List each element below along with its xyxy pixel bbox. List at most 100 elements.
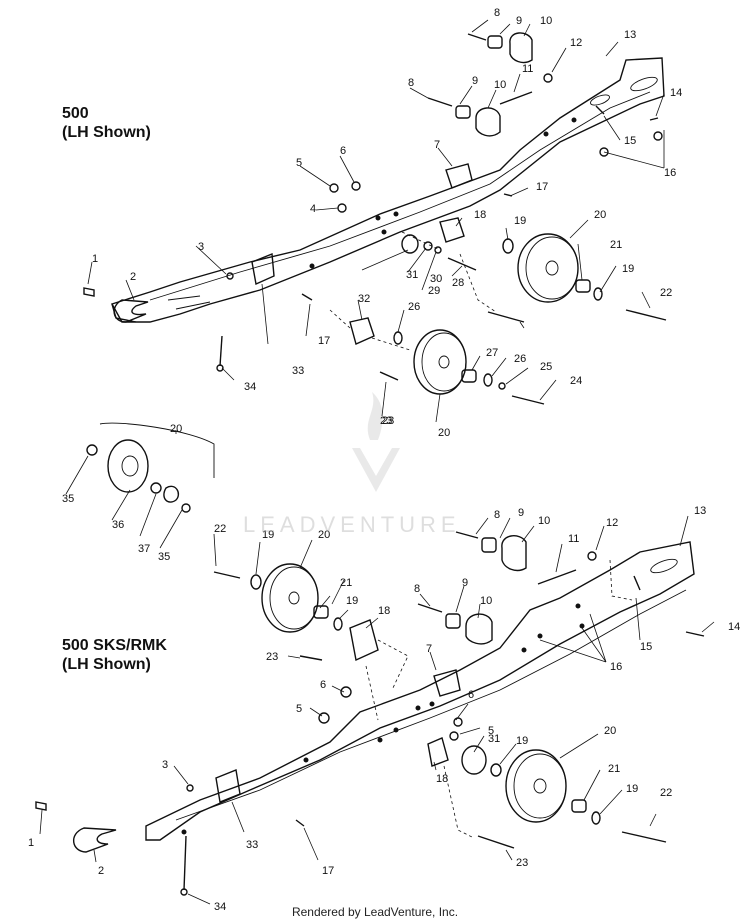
upper-callout-8: 8 [494, 7, 500, 19]
upper-wheel-20b [413, 329, 467, 395]
upper-callout-17: 17 [318, 335, 330, 347]
lower-callout-21: 21 [340, 577, 352, 589]
upper-callout-8: 8 [408, 77, 414, 89]
upper-rail-outline [110, 57, 665, 323]
lower-rail-outline [145, 541, 695, 841]
upper-damper-10a [509, 32, 533, 64]
lower-callout-18: 18 [378, 605, 390, 617]
lower-callout-35: 35 [62, 493, 74, 505]
lower-callout-7: 7 [426, 643, 432, 655]
upper-view-note: (LH Shown) [62, 124, 151, 141]
lower-rail-lower-edge [175, 589, 687, 821]
lower-callout-23: 23 [516, 857, 528, 869]
upper-callout-31: 31 [406, 269, 418, 281]
lower-callout-6: 6 [468, 689, 474, 701]
upper-callout-23: 23 [382, 415, 394, 427]
upper-callout-24: 24 [570, 375, 582, 387]
lower-wheel-20b [505, 749, 567, 823]
lower-callout-9: 9 [462, 577, 468, 589]
upper-callout-10: 10 [494, 79, 506, 91]
lower-callout-10: 10 [480, 595, 492, 607]
upper-callout-26: 26 [514, 353, 526, 365]
upper-callout-29: 29 [428, 285, 440, 297]
lower-callout-19: 19 [626, 783, 638, 795]
upper-damper-10b [475, 107, 501, 137]
lower-callout-20: 20 [604, 725, 616, 737]
lower-callout-23: 23 [266, 651, 278, 663]
upper-bracket-32 [349, 317, 375, 345]
lower-callout-35: 35 [158, 551, 170, 563]
lower-callout-21: 21 [608, 763, 620, 775]
upper-callout-10: 10 [540, 15, 552, 27]
upper-model-label: 500 [62, 105, 89, 122]
upper-bracket-7 [445, 163, 473, 189]
upper-callout-19: 19 [622, 263, 634, 275]
leadventure-watermark: LEADVENTURE [243, 512, 461, 537]
lower-callout-8: 8 [414, 583, 420, 595]
upper-rail-lower-edge [149, 91, 651, 301]
upper-callout-11: 11 [522, 63, 533, 75]
upper-callout-9: 9 [516, 15, 522, 27]
loose-wheel-20-kit [86, 422, 215, 513]
lower-view-note: (LH Shown) [62, 656, 151, 673]
lower-damper-10a [501, 535, 527, 572]
upper-clip-1 [83, 287, 95, 297]
lower-callout-19: 19 [262, 529, 274, 541]
lower-callout-12: 12 [606, 517, 618, 529]
upper-callout-32: 32 [358, 293, 370, 305]
upper-wheel-20a [517, 233, 579, 303]
lower-callout-34: 34 [214, 901, 226, 913]
lower-clip-1 [35, 801, 47, 811]
upper-callout-20: 20 [438, 427, 450, 439]
upper-bracket-18 [439, 217, 465, 243]
upper-callout-28: 28 [452, 277, 464, 289]
lower-callout-18: 18 [436, 773, 448, 785]
lower-callout-5: 5 [296, 703, 302, 715]
upper-model-heading: 500 (LH Shown) [62, 104, 151, 142]
lower-callout-19: 19 [516, 735, 528, 747]
leadventure-logo-watermark [352, 392, 400, 492]
upper-callout-14: 14 [670, 87, 682, 99]
upper-callout-1: 1 [92, 253, 98, 265]
lower-model-heading: 500 SKS/RMK (LH Shown) [62, 636, 167, 674]
lower-callout-13: 13 [694, 505, 706, 517]
upper-callout-27: 27 [486, 347, 498, 359]
lower-bracket-18a [349, 619, 379, 662]
upper-callout-17: 17 [536, 181, 548, 193]
lower-callout-10: 10 [538, 515, 550, 527]
upper-wear-block-33 [251, 253, 275, 286]
upper-rail-assembly [83, 32, 667, 405]
upper-callout-34: 34 [244, 381, 256, 393]
lower-callout-2: 2 [98, 865, 104, 877]
lower-callout-33: 33 [246, 839, 258, 851]
lower-damper-10b [465, 613, 493, 645]
lower-model-label: 500 SKS/RMK [62, 637, 167, 654]
upper-callout-12: 12 [570, 37, 582, 49]
lower-callout-22: 22 [214, 523, 226, 535]
lower-callout-22: 22 [660, 787, 672, 799]
upper-bumper-hook [113, 299, 149, 323]
lower-callout-15: 15 [640, 641, 652, 653]
upper-leaders [87, 19, 665, 423]
lower-callout-11: 11 [568, 533, 579, 545]
upper-callout-22: 22 [660, 287, 672, 299]
lower-callout-8: 8 [494, 509, 500, 521]
upper-callout-26: 26 [408, 301, 420, 313]
lower-callout-16: 16 [610, 661, 622, 673]
lower-callout-3: 3 [162, 759, 168, 771]
lower-callout-36: 36 [112, 519, 124, 531]
lower-callout-20: 20 [170, 423, 182, 435]
lower-callout-31: 31 [488, 733, 500, 745]
upper-callout-23: 23 [380, 415, 392, 427]
upper-callout-6: 6 [340, 145, 346, 157]
lower-bumper-hook [73, 827, 117, 853]
lower-callout-37: 37 [138, 543, 150, 555]
lower-leaders [39, 430, 715, 905]
upper-callout-30: 30 [430, 273, 442, 285]
render-credit: Rendered by LeadVenture, Inc. [291, 905, 459, 919]
lower-wear-block-33 [215, 769, 241, 803]
upper-callout-9: 9 [472, 75, 478, 87]
